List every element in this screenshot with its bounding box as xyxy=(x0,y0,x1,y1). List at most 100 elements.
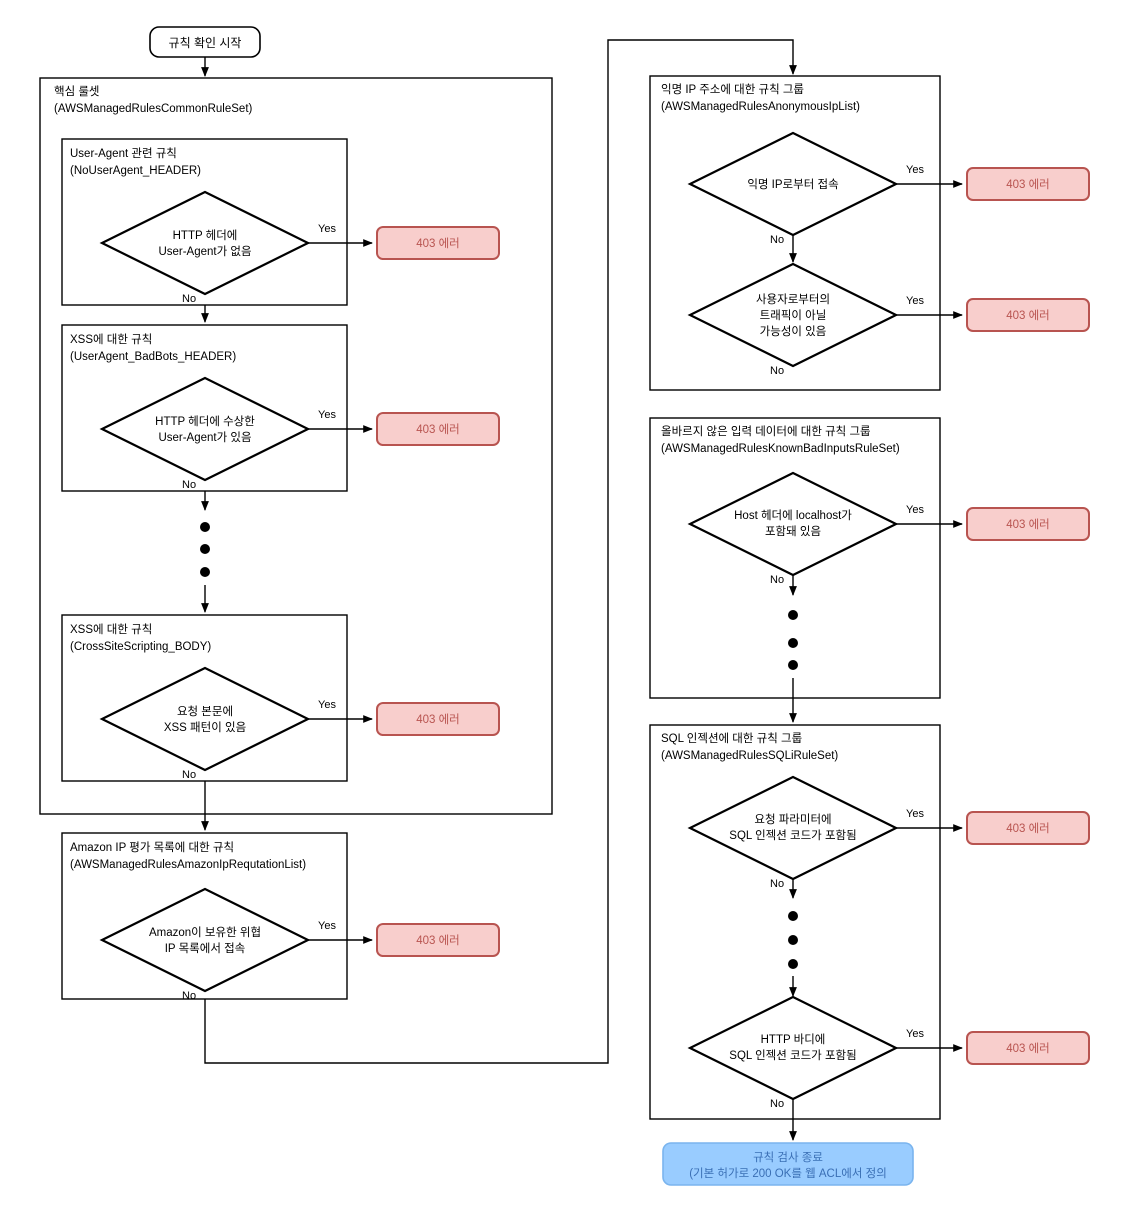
ellipsis-dot-3 xyxy=(788,959,798,969)
decision-badbots-line1: HTTP 헤더에 수상한 xyxy=(155,415,255,428)
decision-nonhuman-yes-label: Yes xyxy=(906,295,924,307)
decision-nouseragent-line1: HTTP 헤더에 xyxy=(173,229,238,242)
start-node: 규칙 확인 시작 xyxy=(149,26,261,58)
error-box-2-label: 403 에러 xyxy=(416,423,460,436)
decision-nouseragent-yes-label: Yes xyxy=(318,223,336,235)
group-known-bad-inputs: 올바르지 않은 입력 데이터에 대한 규칙 그룹 (AWSManagedRule… xyxy=(649,417,963,699)
rule-nouseragent-header: User-Agent 관련 규칙 (NoUserAgent_HEADER) HT… xyxy=(61,138,373,306)
error-box-3: 403 에러 xyxy=(376,702,500,736)
decision-sqli-params-shape xyxy=(687,775,899,881)
rule-amazon-ip-reputation: Amazon IP 평가 목록에 대한 규칙 (AWSManagedRulesA… xyxy=(61,832,373,1002)
error-box-2: 403 에러 xyxy=(376,412,500,446)
decision-nouseragent-no-label: No xyxy=(182,293,196,305)
error-box-7-shape xyxy=(966,507,1090,541)
error-box-1: 403 에러 xyxy=(376,226,500,260)
error-box-9-shape xyxy=(966,1031,1090,1065)
error-box-5: 403 에러 xyxy=(966,167,1090,201)
group-known-bad-inputs-subtitle: (AWSManagedRulesKnownBadInputsRuleSet) xyxy=(661,443,900,455)
decision-sqli-params-line1: 요청 파라미터에 xyxy=(754,813,831,826)
decision-badbots-line2: User-Agent가 있음 xyxy=(158,431,251,444)
ellipsis-dot-1 xyxy=(200,522,210,532)
decision-sqli-params-yes-label: Yes xyxy=(906,808,924,820)
end-node-line2: (기본 허가로 200 OK를 웹 ACL에서 정의 xyxy=(689,1167,887,1180)
rule-useragent-badbots-subtitle: (UserAgent_BadBots_HEADER) xyxy=(70,351,236,363)
rule-crosssitescripting-subtitle: (CrossSiteScripting_BODY) xyxy=(70,641,211,653)
error-box-8: 403 에러 xyxy=(966,811,1090,845)
group-anonymous-ip-border xyxy=(649,75,941,391)
error-box-1-label: 403 에러 xyxy=(416,237,460,250)
decision-sqli-params-line2: SQL 인젝션 코드가 포함됨 xyxy=(729,829,856,842)
decision-xssbody-no-label: No xyxy=(182,769,196,781)
rule-useragent-badbots-title: XSS에 대한 규칙 xyxy=(70,333,152,346)
rule-amazon-ip-title: Amazon IP 평가 목록에 대한 규칙 xyxy=(70,841,234,854)
error-box-3-shape xyxy=(376,702,500,736)
error-box-8-label: 403 에러 xyxy=(1006,822,1050,835)
decision-sqli-body-no-label: No xyxy=(770,1098,784,1110)
connector-amazonip-no-to-anonymousip xyxy=(204,39,797,1064)
group-anonymous-ip-title: 익명 IP 주소에 대한 규칙 그룹 xyxy=(661,83,804,96)
ellipsis-dot-3 xyxy=(200,567,210,577)
group-common-rule-set-border xyxy=(39,77,553,815)
ellipsis-dot-2 xyxy=(200,544,210,554)
error-box-3-label: 403 에러 xyxy=(416,713,460,726)
decision-nonhuman-line2: 트래픽이 아닐 xyxy=(760,309,827,322)
group-anonymous-ip-list: 익명 IP 주소에 대한 규칙 그룹 (AWSManagedRulesAnony… xyxy=(649,75,963,391)
ellipsis-dot-3 xyxy=(788,660,798,670)
ellipsis-dot-1 xyxy=(788,610,798,620)
error-box-8-shape xyxy=(966,811,1090,845)
decision-amazonip-line2: IP 목록에서 접속 xyxy=(165,942,246,955)
end-node: 규칙 검사 종료 (기본 허가로 200 OK를 웹 ACL에서 정의 xyxy=(662,1142,914,1186)
group-common-rule-set: 핵심 룰셋 (AWSManagedRulesCommonRuleSet) xyxy=(39,77,553,815)
decision-badbots-yes-label: Yes xyxy=(318,409,336,421)
decision-nonhuman-traffic-shape xyxy=(687,262,899,368)
decision-badbots-shape xyxy=(99,376,311,482)
decision-nouseragent-line2: User-Agent가 없음 xyxy=(158,245,251,258)
group-known-bad-inputs-border xyxy=(649,417,941,699)
decision-sqli-body-shape xyxy=(687,995,899,1101)
decision-badbots-no-label: No xyxy=(182,479,196,491)
rule-crosssitescripting-body: XSS에 대한 규칙 (CrossSiteScripting_BODY) 요청 … xyxy=(61,614,373,782)
error-box-4-shape xyxy=(376,923,500,957)
rule-crosssitescripting-title: XSS에 대한 규칙 xyxy=(70,623,152,636)
error-box-9-label: 403 에러 xyxy=(1006,1042,1050,1055)
ellipsis-dot-1 xyxy=(788,911,798,921)
decision-nonhuman-no-label: No xyxy=(770,365,784,377)
end-node-line1: 규칙 검사 종료 xyxy=(753,1151,823,1164)
rule-useragent-badbots-header: XSS에 대한 규칙 (UserAgent_BadBots_HEADER) HT… xyxy=(61,324,373,492)
decision-amazonip-yes-label: Yes xyxy=(318,920,336,932)
decision-localhost-no-label: No xyxy=(770,574,784,586)
group-sqli-title: SQL 인젝션에 대한 규칙 그룹 xyxy=(661,732,802,745)
ellipsis-left-column xyxy=(200,522,210,577)
decision-sqli-body-yes-label: Yes xyxy=(906,1028,924,1040)
rule-amazon-ip-subtitle: (AWSManagedRulesAmazonIpRequtationList) xyxy=(70,859,306,871)
decision-localhost-line2: 포함돼 있음 xyxy=(765,525,821,538)
decision-nouseragent-shape xyxy=(99,190,311,296)
error-box-6-shape xyxy=(966,298,1090,332)
decision-sqli-params-no-label: No xyxy=(770,878,784,890)
error-box-5-shape xyxy=(966,167,1090,201)
error-box-4-label: 403 에러 xyxy=(416,934,460,947)
error-box-2-shape xyxy=(376,412,500,446)
error-box-5-label: 403 에러 xyxy=(1006,178,1050,191)
rule-nouseragent-header-title: User-Agent 관련 규칙 xyxy=(70,147,177,160)
decision-sqli-body-line1: HTTP 바디에 xyxy=(761,1033,826,1046)
error-box-1-shape xyxy=(376,226,500,260)
decision-nonhuman-line1: 사용자로부터의 xyxy=(756,293,830,306)
start-node-label: 규칙 확인 시작 xyxy=(169,36,242,50)
ellipsis-sqli xyxy=(788,911,798,969)
decision-anonymousip-line1: 익명 IP로부터 접속 xyxy=(747,178,838,191)
decision-localhost-line1: Host 헤더에 localhost가 xyxy=(734,509,852,522)
group-common-rule-set-title: 핵심 룰셋 xyxy=(54,85,100,98)
decision-localhost-yes-label: Yes xyxy=(906,504,924,516)
decision-anonymousip-yes-label: Yes xyxy=(906,164,924,176)
error-box-9: 403 에러 xyxy=(966,1031,1090,1065)
ellipsis-dot-2 xyxy=(788,638,798,648)
decision-xssbody-yes-label: Yes xyxy=(318,699,336,711)
error-box-4: 403 에러 xyxy=(376,923,500,957)
group-sqli-subtitle: (AWSManagedRulesSQLiRuleSet) xyxy=(661,750,838,762)
group-sqli-border xyxy=(649,724,941,1120)
decision-nonhuman-line3: 가능성이 있음 xyxy=(760,325,827,338)
group-anonymous-ip-subtitle: (AWSManagedRulesAnonymousIpList) xyxy=(661,101,860,113)
ellipsis-dot-2 xyxy=(788,935,798,945)
